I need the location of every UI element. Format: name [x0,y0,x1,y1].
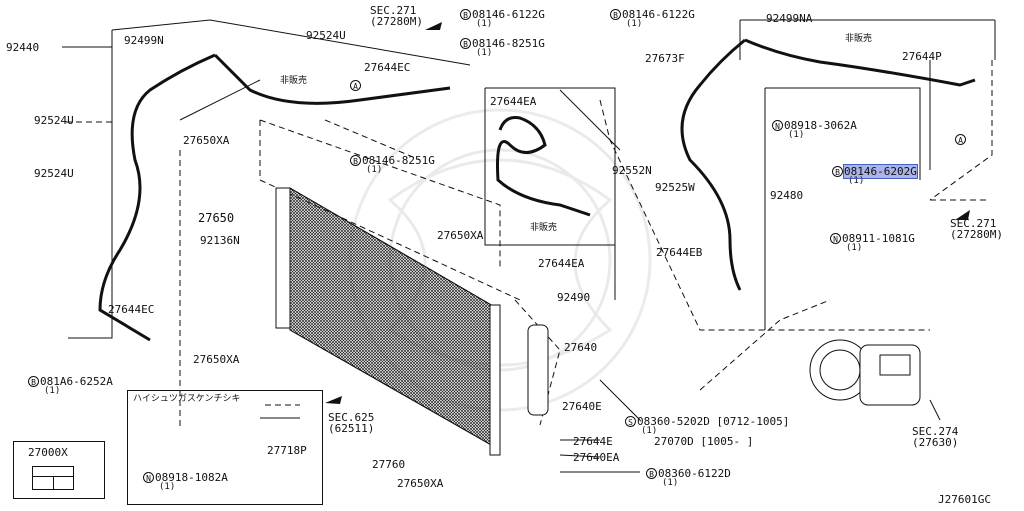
bolt-b-icon: B [28,376,39,387]
label-27644EB[interactable]: 27644EB [656,246,703,259]
label-92136N[interactable]: 92136N [200,234,240,247]
section-ref-271-right[interactable]: SEC.271 (27280M) [950,217,1003,241]
legend-icon [32,466,74,490]
section-ref-271-top[interactable]: SEC.271 (27280M) [370,4,423,28]
section-ref-274[interactable]: SEC.274 (27630) [912,425,959,449]
label-27070D[interactable]: 27070D [1005- ] [654,435,754,448]
label-92552N[interactable]: 92552N [612,164,652,177]
label-27644EC-top[interactable]: 27644EC [364,61,411,74]
label-27640[interactable]: 27640 [564,341,598,354]
label-92524U-top[interactable]: 92524U [306,29,346,42]
nut-n-icon: N [143,472,154,483]
bolt-b-icon: B [350,155,361,166]
label-27644EA-bottom[interactable]: 27644EA [538,257,585,270]
label-27673F[interactable]: 27673F [645,52,685,65]
bolt-b-icon: B [610,9,621,20]
page-code: J27601GC [938,493,991,506]
label-92524U-left-1[interactable]: 92524U [34,114,74,127]
not-for-sale-3: 非販売 [845,34,873,44]
nut-n-icon: N [830,233,841,244]
label-27644EC-bottom[interactable]: 27644EC [108,303,155,316]
label-92480[interactable]: 92480 [770,189,804,202]
nut-n-icon: N [772,120,783,131]
emission-inset [127,390,323,505]
label-92490[interactable]: 92490 [557,291,591,304]
inset-title: ハイシュツガスケンチシキ [133,394,241,404]
label-92440[interactable]: 92440 [6,41,40,54]
ref-mark-a-2: A [955,134,967,145]
bolt-b-icon: B [646,468,657,479]
label-27650XA-3[interactable]: 27650XA [193,353,240,366]
label-27640EA[interactable]: 27640EA [573,451,620,464]
not-for-sale-1: 非販売 [280,76,308,86]
label-27644E[interactable]: 27644E [573,435,613,448]
bolt-b-icon: B [460,38,471,49]
label-27640E[interactable]: 27640E [562,400,602,413]
bolt-b-icon: B [832,166,843,177]
legend-title: 27000X [28,446,68,459]
label-27650XA-1[interactable]: 27650XA [183,134,230,147]
screw-s-icon: S [625,416,636,427]
label-27650XA-2[interactable]: 27650XA [437,229,484,242]
not-for-sale-2: 非販売 [530,223,558,233]
label-27650XA-4[interactable]: 27650XA [397,477,444,490]
label-27644EA-top[interactable]: 27644EA [490,95,537,108]
label-92524U-left-2[interactable]: 92524U [34,167,74,180]
ref-a-icon: A [955,134,966,145]
legend-box [13,441,105,499]
label-27760[interactable]: 27760 [372,458,406,471]
label-27718P[interactable]: 27718P [267,444,307,457]
label-92499NA[interactable]: 92499NA [766,12,813,25]
section-ref-625[interactable]: SEC.625 (62511) [328,411,375,435]
bolt-b-icon: B [460,9,471,20]
label-92499N[interactable]: 92499N [124,34,164,47]
label-27650[interactable]: 27650 [198,211,235,225]
label-92525W[interactable]: 92525W [655,181,695,194]
ref-mark-a-1: A [350,80,362,91]
ref-a-icon: A [350,80,361,91]
section-arrows [325,22,970,404]
label-27644P[interactable]: 27644P [902,50,942,63]
